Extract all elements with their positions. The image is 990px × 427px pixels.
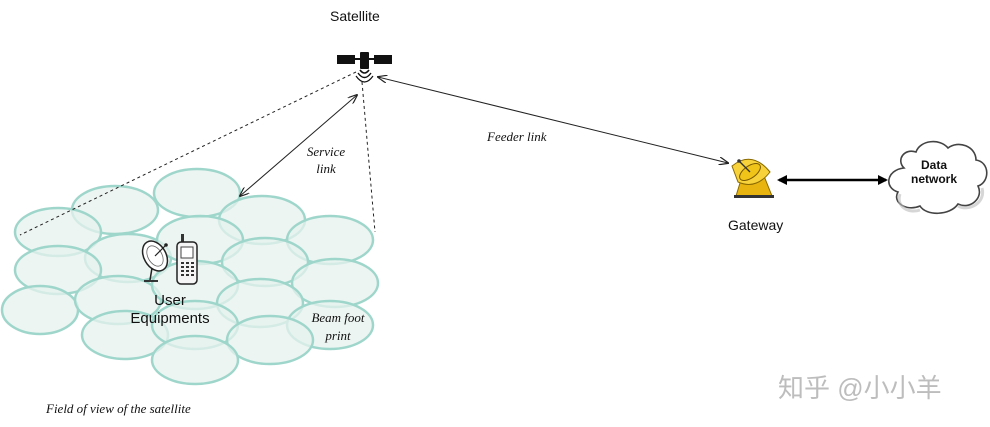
beam-footprint-label: Beam foot print: [290, 309, 386, 345]
user-equipments-label: User Equipments: [115, 292, 225, 328]
service-link-label-line2: link: [316, 161, 336, 176]
field-of-view-right-edge: [361, 81, 376, 233]
beam-footprint-label-line2: print: [325, 328, 351, 343]
beam-footprint-cells: [0, 167, 380, 386]
user-dish-icon: [141, 240, 169, 282]
cloud-icon: [888, 140, 988, 215]
service-link-label-line1: Service: [306, 144, 346, 159]
beam-cell: [290, 257, 380, 309]
gateway-label: Gateway: [728, 217, 784, 233]
beam-cell: [150, 334, 240, 386]
satellite-label: Satellite: [330, 8, 380, 24]
satellite-icon: [337, 52, 392, 83]
user-equipments-label-line1: User: [154, 292, 186, 309]
feeder-link-arrow: [378, 77, 728, 163]
mobile-phone-icon: [176, 234, 198, 285]
service-link-label: Service link: [296, 143, 356, 177]
watermark: 知乎 @小小羊: [778, 373, 942, 403]
user-equipments-label-line2: Equipments: [130, 310, 210, 327]
data-network-label-line2: network: [910, 172, 957, 186]
beam-cell: [225, 314, 315, 366]
feeder-link-label: Feeder link: [487, 129, 547, 144]
service-link-arrow: [240, 95, 357, 196]
beam-footprint-label-line1: Beam foot: [311, 310, 365, 325]
data-network-label: Data network: [894, 158, 974, 186]
gateway-dish-icon: [731, 158, 774, 198]
field-of-view-label: Field of view of the satellite: [46, 401, 191, 416]
data-network-label-line1: Data: [920, 158, 947, 172]
beam-cell: [0, 284, 80, 336]
